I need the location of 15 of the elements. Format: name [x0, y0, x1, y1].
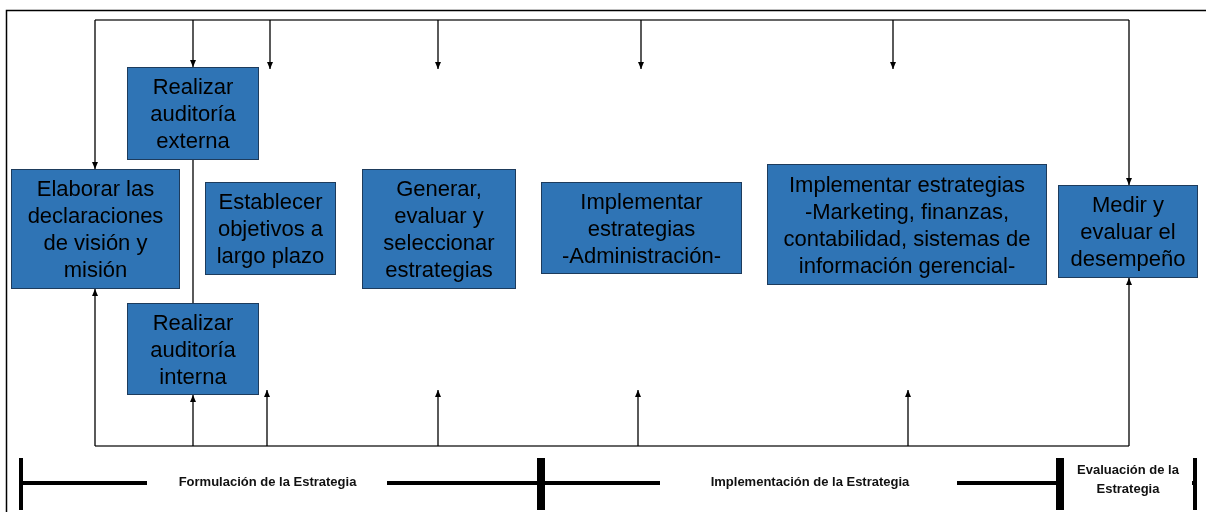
arrow: [1126, 19, 1132, 186]
process-box: Establecer objetivos a largo plazo: [205, 182, 336, 275]
arrow: [1126, 277, 1132, 447]
process-box: Generar, evaluar y seleccionar estrategias: [362, 169, 516, 289]
process-box: Implementar estrategias -Administración-: [541, 182, 742, 274]
process-box: Realizar auditoría interna: [127, 303, 259, 395]
process-box: Medir y evaluar el desempeño: [1058, 185, 1198, 278]
arrow: [92, 288, 98, 447]
process-box: Realizar auditoría externa: [127, 67, 259, 160]
connector-line: [192, 159, 194, 304]
arrow: [190, 394, 196, 447]
process-box: Implementar estrategias -Marketing, finanzas, contabilidad, sistemas de información gerencial-: [767, 164, 1047, 285]
arrow: [190, 19, 196, 68]
arrow: [92, 19, 98, 170]
process-box: Elaborar las declaraciones de visión y misión: [11, 169, 180, 289]
